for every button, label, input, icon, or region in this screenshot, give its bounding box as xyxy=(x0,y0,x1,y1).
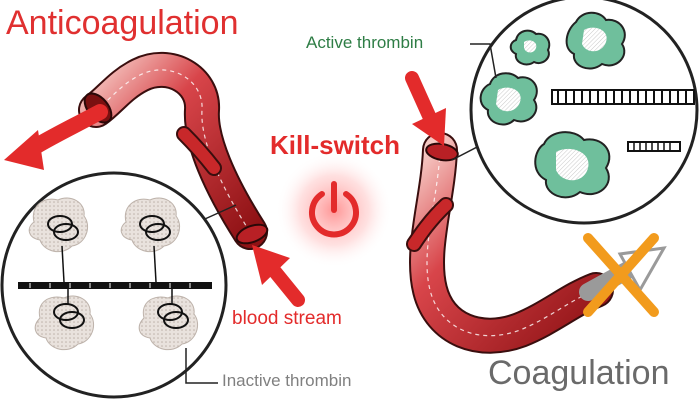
inactive-protein xyxy=(138,289,198,351)
inactive-protein xyxy=(120,197,180,283)
active-thrombin-leader xyxy=(470,43,497,79)
right-blood-vessel xyxy=(406,132,614,354)
blood-stream-label: blood stream xyxy=(232,308,342,329)
anticoagulation-flow-arrow xyxy=(4,104,108,170)
coagulation-inflow-arrow xyxy=(405,71,446,146)
inactive-thrombin-zoom xyxy=(0,171,237,399)
x-mark-icon xyxy=(583,233,659,317)
active-protein xyxy=(565,11,626,70)
inactive-thrombin-label: Inactive thrombin xyxy=(222,371,352,390)
active-protein xyxy=(479,72,538,126)
left-blood-vessel xyxy=(78,52,269,250)
anticoagulation-title: Anticoagulation xyxy=(6,4,239,42)
inactive-thrombin-leader xyxy=(185,348,218,384)
blood-stream-arrow xyxy=(252,245,305,307)
active-protein xyxy=(509,29,551,66)
power-icon xyxy=(309,181,359,238)
active-protein xyxy=(534,131,611,199)
coagulation-title: Coagulation xyxy=(488,354,670,392)
active-thrombin-label: Active thrombin xyxy=(306,33,424,52)
kill-switch-label: Kill-switch xyxy=(270,130,401,160)
active-thrombin-zoom xyxy=(451,0,699,225)
inactive-protein xyxy=(28,197,88,283)
inactive-protein xyxy=(34,289,94,351)
